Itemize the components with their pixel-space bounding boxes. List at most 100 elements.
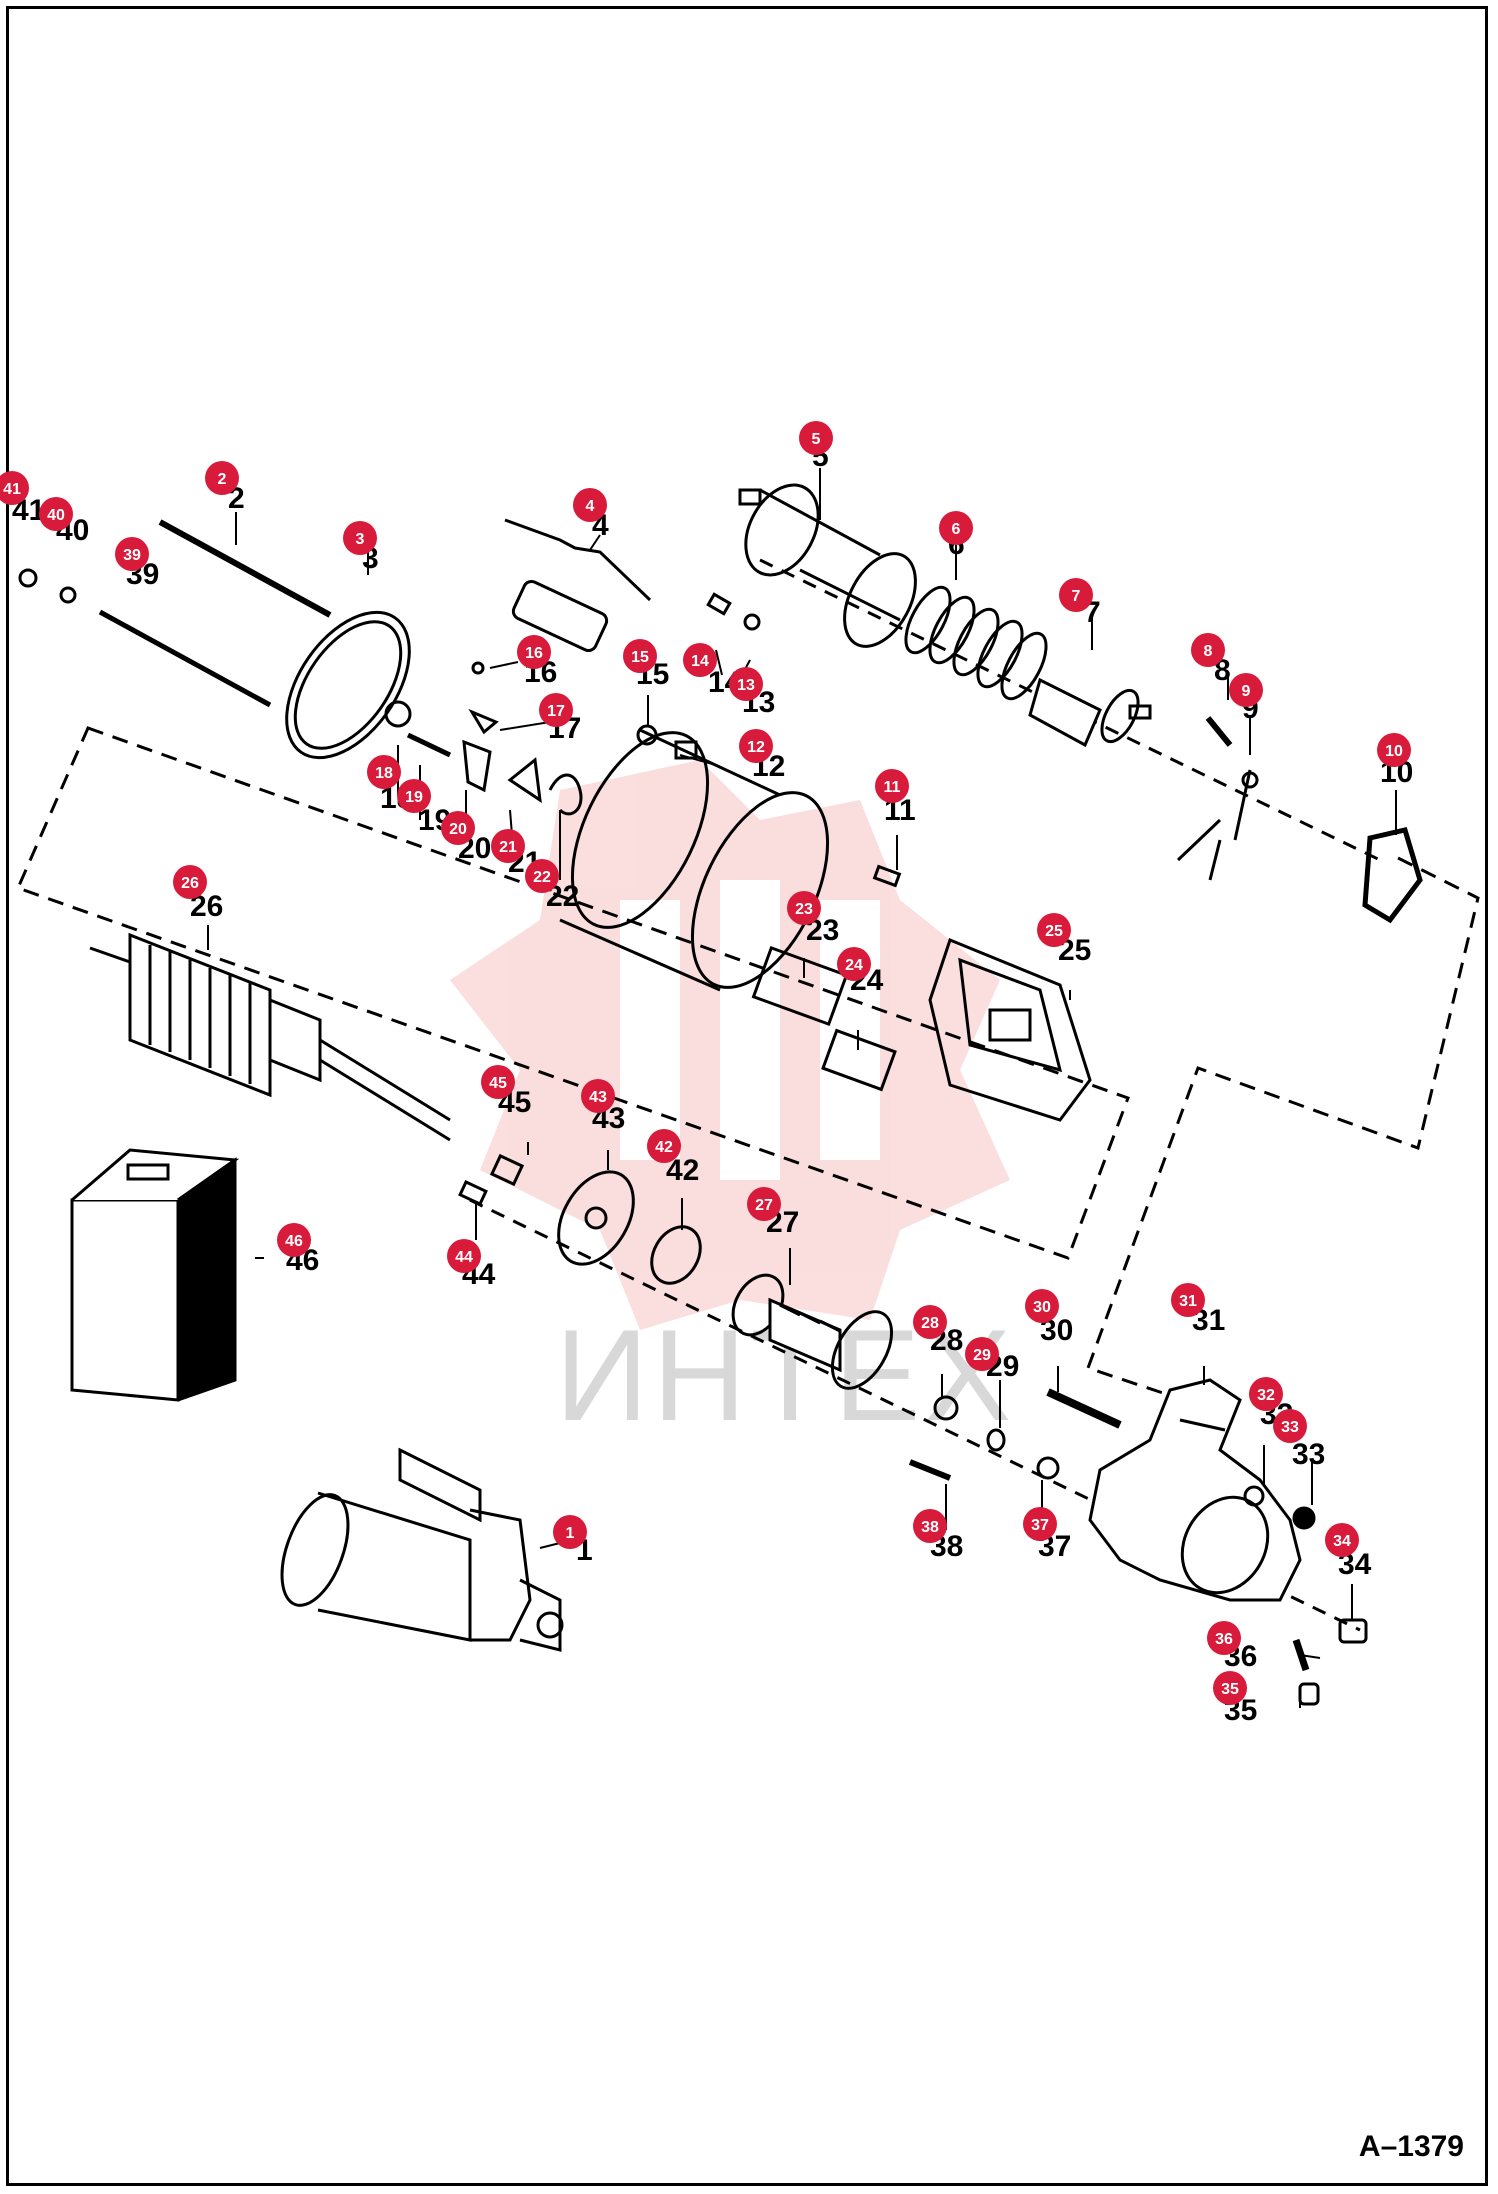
callout-badge-number: 2 [218, 471, 227, 488]
callout-badge-number: 44 [455, 1249, 473, 1266]
callout-badge-45[interactable]: 45 [481, 1065, 515, 1099]
callout-badge-number: 32 [1257, 1387, 1275, 1404]
callout-badge-12[interactable]: 12 [739, 729, 773, 763]
callout-badge-23[interactable]: 23 [787, 891, 821, 925]
callout-badge-4[interactable]: 4 [573, 488, 607, 522]
callout-badge-number: 39 [123, 547, 141, 564]
callout-badge-circle [683, 643, 717, 677]
callout-badge-number: 36 [1215, 1631, 1233, 1648]
nut-40 [59, 586, 77, 604]
callout-badge-37[interactable]: 37 [1023, 1507, 1057, 1541]
callout-badge-3[interactable]: 3 [343, 521, 377, 555]
end-cover-3-inner [293, 620, 403, 750]
screw-44 [458, 1180, 488, 1206]
nut-33 [1292, 1506, 1316, 1530]
callout-badge-number: 25 [1045, 923, 1063, 940]
callout-badge-39[interactable]: 39 [115, 537, 149, 571]
callout-badge-15[interactable]: 15 [623, 639, 657, 673]
spring-clip-21 [507, 757, 542, 804]
callout-badge-35[interactable]: 35 [1213, 1671, 1247, 1705]
callout-badge-number: 31 [1179, 1293, 1197, 1310]
brush-24 [821, 1028, 897, 1092]
brush-holder-25 [928, 938, 1092, 1122]
part-label-33: 33 [1292, 1438, 1325, 1471]
callout-badge-number: 18 [375, 765, 393, 782]
washer-43-hub [584, 1206, 608, 1230]
callout-badge-9[interactable]: 9 [1229, 673, 1263, 707]
callout-badge-circle [1191, 633, 1225, 667]
callout-badge-number: 5 [812, 431, 821, 448]
callout-badge-25[interactable]: 25 [1037, 913, 1071, 947]
callout-badge-2[interactable]: 2 [205, 461, 239, 495]
part-number-labels: 1 2 3 4 5 6 7 8 9 10 11 12 13 14 15 16 1… [12, 440, 1413, 1727]
callout-badge-circle [491, 829, 525, 863]
callout-badge-33[interactable]: 33 [1273, 1409, 1307, 1443]
callout-badge-32[interactable]: 32 [1249, 1377, 1283, 1411]
callout-badge-5[interactable]: 5 [799, 421, 833, 455]
callout-badge-26[interactable]: 26 [173, 865, 207, 899]
callout-badge-44[interactable]: 44 [447, 1239, 481, 1273]
callout-badge-27[interactable]: 27 [747, 1187, 781, 1221]
callout-badge-42[interactable]: 42 [647, 1129, 681, 1163]
callout-badge-number: 13 [737, 677, 755, 694]
callout-badge-circle [539, 693, 573, 727]
armature-dashed-outline [15, 726, 1130, 1260]
callout-badge-1[interactable]: 1 [553, 1515, 587, 1549]
callout-badge-number: 28 [921, 1315, 939, 1332]
callout-badge-34[interactable]: 34 [1325, 1523, 1359, 1557]
callout-badge-6[interactable]: 6 [939, 511, 973, 545]
callout-badge-number: 27 [755, 1197, 773, 1214]
callout-badge-number: 40 [47, 507, 65, 524]
callout-badge-36[interactable]: 36 [1207, 1621, 1241, 1655]
callout-badge-41[interactable]: 41 [0, 471, 29, 505]
callout-badge-number: 21 [499, 839, 517, 856]
callout-badge-8[interactable]: 8 [1191, 633, 1225, 667]
callout-badge-28[interactable]: 28 [913, 1305, 947, 1339]
callout-badge-30[interactable]: 30 [1025, 1289, 1059, 1323]
callout-badge-22[interactable]: 22 [525, 859, 559, 893]
callout-badge-circle [913, 1305, 947, 1339]
callout-badge-number: 11 [884, 779, 901, 796]
callout-badge-number: 29 [973, 1347, 991, 1364]
diagram-frame [6, 6, 1488, 2186]
callout-badge-circle [1213, 1671, 1247, 1705]
callout-badge-number: 20 [449, 821, 467, 838]
callout-badge-29[interactable]: 29 [965, 1337, 999, 1371]
callout-badge-circle [397, 779, 431, 813]
callout-badge-40[interactable]: 40 [39, 497, 73, 531]
callout-badge-number: 3 [356, 531, 365, 548]
callout-badge-circle [875, 769, 909, 803]
figure-id: A–1379 [1358, 2130, 1464, 2163]
callout-badge-18[interactable]: 18 [367, 755, 401, 789]
callout-badge-31[interactable]: 31 [1171, 1283, 1205, 1317]
callout-badge-number: 12 [747, 739, 765, 756]
callout-badge-number: 46 [285, 1233, 303, 1250]
callout-badge-10[interactable]: 10 [1377, 733, 1411, 767]
callout-badge-16[interactable]: 16 [517, 635, 551, 669]
callout-badge-number: 33 [1281, 1419, 1299, 1436]
callout-badge-circle [343, 521, 377, 555]
washer-42 [650, 1225, 702, 1285]
spring-6 [904, 585, 1048, 701]
callout-badge-46[interactable]: 46 [277, 1223, 311, 1257]
callout-badge-circle [1325, 1523, 1359, 1557]
callout-badge-circle [1037, 913, 1071, 947]
callout-badge-43[interactable]: 43 [581, 1079, 615, 1113]
callout-badge-14[interactable]: 14 [683, 643, 717, 677]
end-frame-dashed-path [1086, 856, 1480, 1400]
callout-badge-21[interactable]: 21 [491, 829, 525, 863]
callout-badge-circle [1377, 733, 1411, 767]
callout-badge-circle [39, 497, 73, 531]
callout-badge-38[interactable]: 38 [913, 1509, 947, 1543]
plug-35 [1298, 1682, 1320, 1706]
callout-badge-number: 38 [921, 1519, 939, 1536]
callout-badge-7[interactable]: 7 [1059, 578, 1093, 612]
callout-badge-19[interactable]: 19 [397, 779, 431, 813]
callout-badge-20[interactable]: 20 [441, 811, 475, 845]
callout-badge-13[interactable]: 13 [729, 667, 763, 701]
callout-badge-17[interactable]: 17 [539, 693, 573, 727]
callout-badge-24[interactable]: 24 [837, 947, 871, 981]
callout-badge-11[interactable]: 11 [875, 769, 909, 803]
callout-badge-circle [787, 891, 821, 925]
